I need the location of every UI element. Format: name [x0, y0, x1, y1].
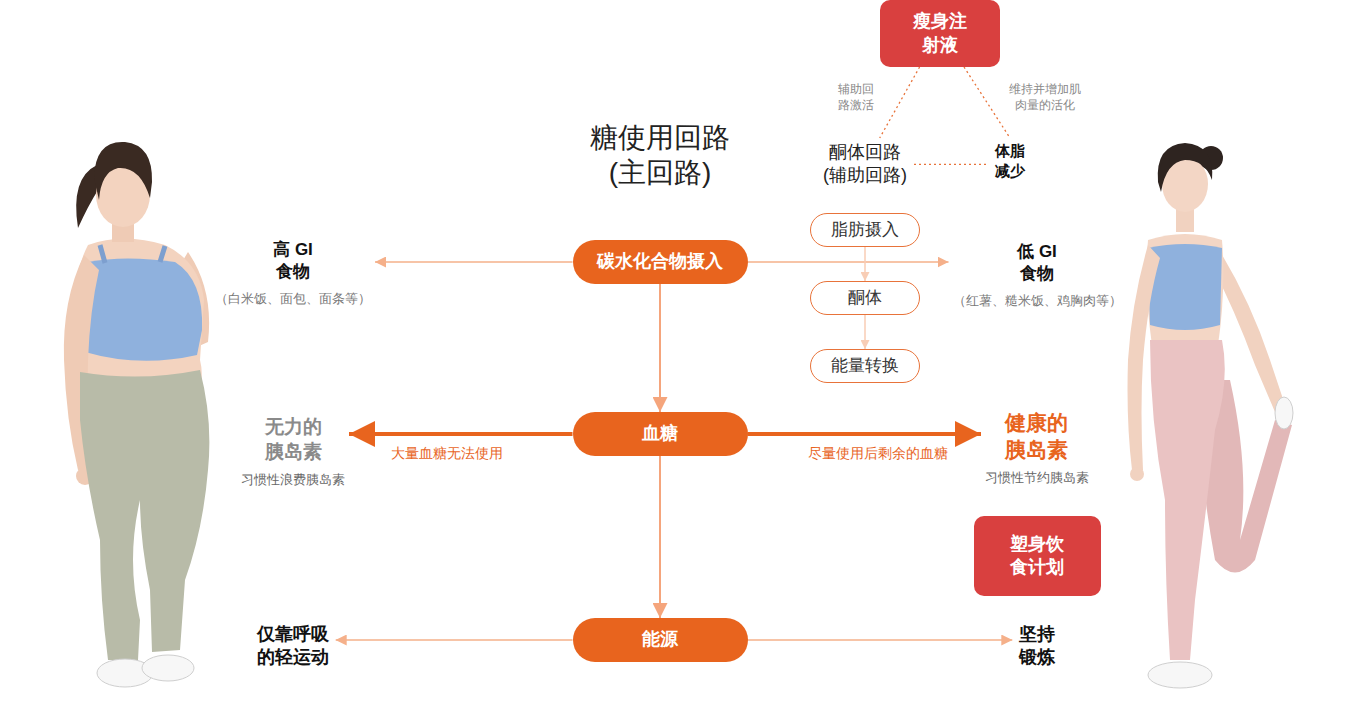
text-node: 仅靠呼吸 的轻运动: [250, 620, 335, 673]
node-label: 无力的 胰岛素: [262, 415, 325, 464]
flow-arrow: [659, 456, 661, 618]
node-note: 习惯性节约胰岛素: [985, 470, 1089, 487]
edge-label: 辅助回 路激活: [836, 82, 876, 113]
shoe: [1275, 397, 1293, 429]
leggings: [80, 370, 209, 660]
node-label: 脂肪摄入: [831, 219, 899, 241]
text-node: 酮体回路 (辅助回路): [816, 138, 914, 191]
node-label: 酮体: [848, 287, 882, 309]
node-note: （白米饭、面包、面条等）: [215, 291, 371, 308]
process-pill: 能源: [573, 618, 748, 662]
dotted-link: [914, 164, 989, 165]
node-label: 酮体回路 (辅助回路): [820, 141, 910, 188]
node-label: 塑身饮 食计划: [1007, 533, 1066, 580]
node-label: 低 GI 食物: [1010, 241, 1064, 285]
flow-arrow: [748, 261, 949, 263]
text-node: 无力的 胰岛素习惯性浪费胰岛素: [237, 412, 349, 492]
node-label: 能源: [642, 628, 678, 651]
node-note: 习惯性浪费胰岛素: [241, 472, 345, 489]
node-label: 碳水化合物摄入: [597, 250, 723, 273]
outline-box: 能量转换: [810, 349, 920, 383]
edge-label: 尽量使用后剩余的血糖: [808, 444, 948, 462]
process-pill: 碳水化合物摄入: [573, 240, 748, 284]
node-label: 体脂 减少: [993, 141, 1028, 180]
text-node: 健康的 胰岛素习惯性节约胰岛素: [981, 406, 1093, 489]
red-box: 瘦身注 射液: [880, 0, 1000, 67]
shoe: [1148, 662, 1212, 688]
hair: [94, 142, 152, 200]
plump-figure: [64, 142, 210, 687]
node-label: 健康的 胰岛素: [1002, 409, 1071, 464]
flow-arrow: [864, 247, 866, 281]
hair: [1158, 143, 1213, 192]
edge-label: 大量血糖无法使用: [391, 444, 503, 462]
node-label: 仅靠呼吸 的轻运动: [254, 623, 331, 670]
leggings: [1150, 340, 1225, 660]
node-label: 高 GI 食物: [266, 239, 320, 283]
torso: [73, 239, 204, 396]
edge-label: 维持并增加肌 肉量的活化: [1007, 82, 1083, 113]
outline-box: 脂肪摄入: [810, 213, 920, 247]
dotted-link: [964, 67, 1010, 138]
node-label: 坚持 锻炼: [1016, 623, 1057, 670]
flow-arrow: [748, 432, 982, 436]
slim-figure: [1128, 143, 1294, 688]
node-note: （红薯、糙米饭、鸡胸肉等）: [953, 293, 1122, 310]
strap: [100, 245, 165, 263]
sports-top: [1148, 244, 1222, 330]
flow-arrow: [336, 639, 573, 641]
text-node: 坚持 锻炼: [1012, 620, 1061, 673]
flow-arrow: [375, 261, 573, 263]
dotted-link: [880, 67, 920, 138]
outline-box: 酮体: [810, 281, 920, 315]
shoe: [142, 655, 194, 681]
text-node: 高 GI 食物 （白米饭、面包、面条等）: [211, 236, 375, 311]
red-box: 塑身饮 食计划: [974, 516, 1101, 596]
flow-arrow: [349, 432, 573, 436]
sports-bra: [81, 259, 202, 361]
node-label: 瘦身注 射液: [910, 10, 969, 57]
hand: [1130, 467, 1144, 481]
flow-arrow: [659, 284, 661, 412]
node-label: 血糖: [642, 422, 678, 445]
diagram-title: 糖使用回路 (主回路): [586, 120, 734, 190]
node-label: 能量转换: [831, 355, 899, 377]
flow-arrow: [748, 639, 1013, 641]
process-pill: 血糖: [573, 412, 748, 456]
flow-arrow: [864, 315, 866, 349]
text-node: 体脂 减少: [989, 138, 1032, 183]
torso: [1147, 234, 1224, 345]
text-node: 低 GI 食物 （红薯、糙米饭、鸡胸肉等）: [949, 238, 1126, 313]
